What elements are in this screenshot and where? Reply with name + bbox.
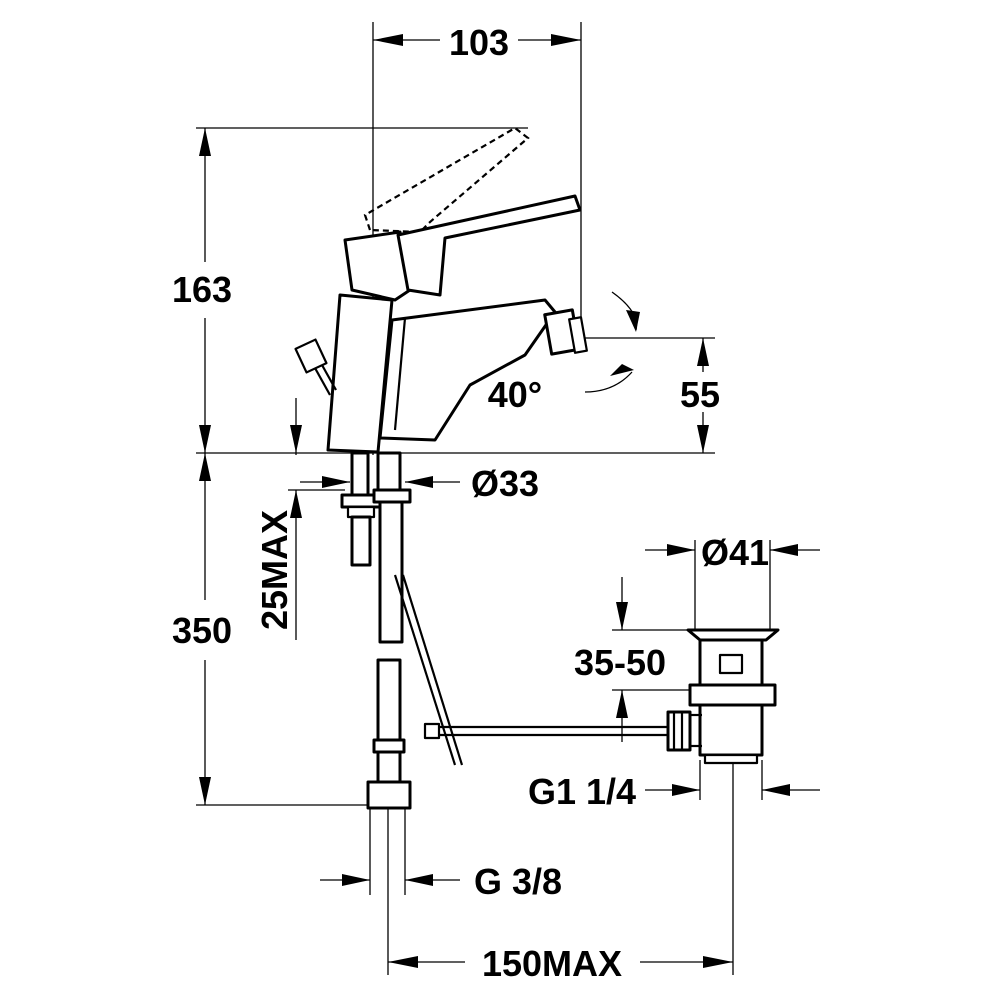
dim-40-degrees: 40° (488, 374, 542, 415)
dim-diameter-41: Ø41 (701, 532, 769, 573)
dimension-labels: 103 163 40° 55 Ø33 25MAX 350 Ø41 35-50 G… (172, 22, 769, 984)
dim-163: 163 (172, 269, 232, 310)
dim-g1-1-4: G1 1/4 (528, 771, 636, 812)
dim-103: 103 (449, 22, 509, 63)
dim-350: 350 (172, 610, 232, 651)
dim-35-50: 35-50 (574, 642, 666, 683)
mounting-and-pipes (340, 451, 670, 810)
dim-diameter-33: Ø33 (471, 463, 539, 504)
dim-55: 55 (680, 374, 720, 415)
pop-up-waste (666, 628, 780, 765)
arrowheads (199, 34, 798, 968)
mixer-body-outline (294, 126, 588, 454)
dim-g-3-8: G 3/8 (474, 861, 562, 902)
dim-150max: 150MAX (482, 943, 622, 984)
dim-25max: 25MAX (254, 510, 295, 630)
